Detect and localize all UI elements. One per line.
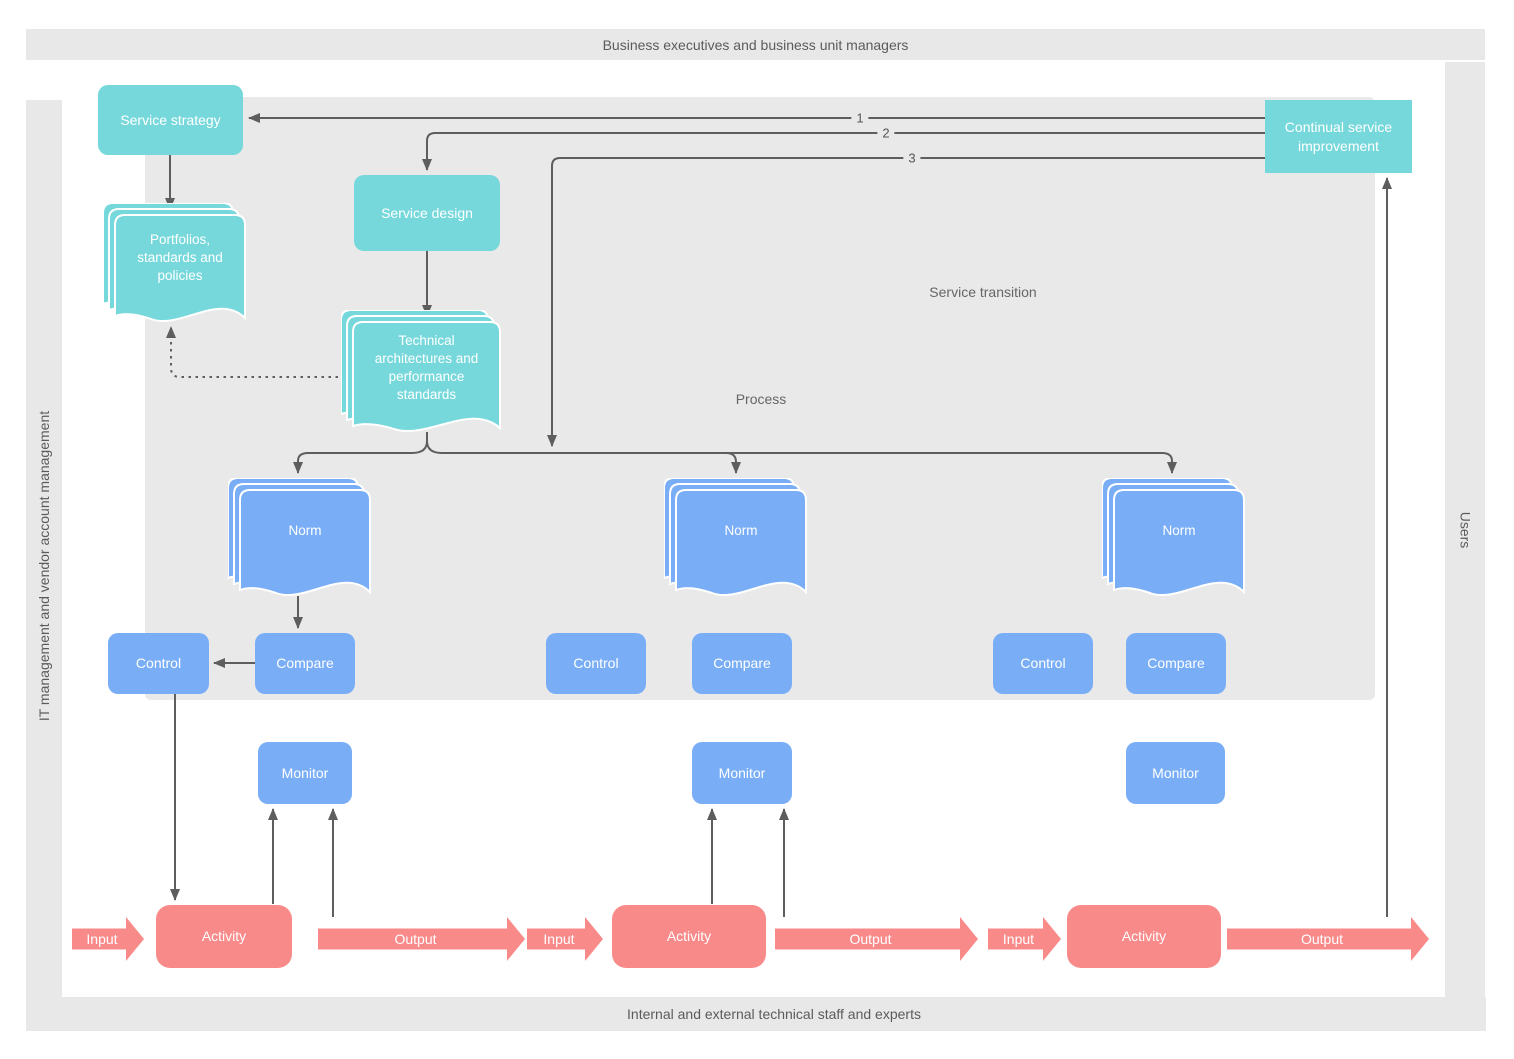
monitor-label: Monitor [718,764,766,781]
document-stack-shape [664,478,807,596]
compare-node-1: Compare [255,633,355,694]
control-label: Control [573,655,619,672]
lane-technical-staff: Internal and external technical staff an… [62,997,1486,1031]
output-arrow-label: Output [1300,931,1344,947]
service-strategy-label: Service strategy [120,111,221,128]
norm-document-2: Norm [664,478,808,599]
control-node-1: Control [108,633,209,694]
input-arrow-1: Input [72,917,144,961]
control-node-2: Control [546,633,646,694]
lane-right-label: Users [1457,511,1473,548]
compare-label: Compare [713,655,771,672]
norm-document-3: Norm [1102,478,1246,599]
portfolios-document: Portfolios, standards and policies [103,203,247,325]
input-arrow-label: Input [1002,931,1035,947]
monitor-node-1: Monitor [258,742,352,804]
norm-document-1: Norm [228,478,372,599]
activity-node-2: Activity [612,905,766,968]
continual-service-improvement-node: Continual service improvement [1265,100,1412,173]
connector-label-1: 1 [851,110,869,126]
compare-label: Compare [276,655,334,672]
control-label: Control [135,655,182,672]
output-arrow-label: Output [394,931,437,947]
process-label: Process [735,391,787,407]
compare-node-3: Compare [1126,633,1226,694]
output-arrow-3: Output [1227,917,1429,961]
lane-users: Users [1445,62,1485,997]
service-design-label: Service design [381,204,473,221]
monitor-label: Monitor [281,764,329,781]
norm-label: Norm [288,522,322,538]
control-node-3: Control [993,633,1093,694]
document-stack-shape [1102,478,1245,596]
lane-bottom-label: Internal and external technical staff an… [627,1006,921,1022]
lane-top-label: Business executives and business unit ma… [602,36,909,53]
service-strategy-node: Service strategy [98,85,243,155]
monitor-node-2: Monitor [692,742,792,804]
input-arrow-2: Input [527,917,603,961]
monitor-label: Monitor [1152,764,1199,781]
document-stack-shape [341,310,501,432]
document-stack-shape [228,478,371,596]
monitor-node-3: Monitor [1126,742,1225,804]
technical-architectures-label: Technical architectures and performance … [374,332,479,403]
output-arrow-label: Output [849,931,892,947]
norm-label: Norm [1162,522,1196,538]
service-design-node: Service design [354,175,500,251]
activity-label: Activity [201,928,247,945]
activity-label: Activity [1121,928,1167,945]
technical-architectures-document: Technical architectures and performance … [341,310,502,435]
control-label: Control [1020,655,1066,672]
output-arrow-1: Output [318,917,525,961]
connector-label-2: 2 [877,125,895,141]
input-arrow-label: Input [86,931,118,947]
continual-service-improvement-label: Continual service improvement [1284,118,1393,154]
compare-label: Compare [1147,655,1205,672]
portfolios-label: Portfolios, standards and policies [137,231,223,284]
compare-node-2: Compare [692,633,792,694]
lane-it-management: IT management and vendor account managem… [26,100,62,1031]
input-arrow-label: Input [543,931,575,947]
lane-business-executives: Business executives and business unit ma… [26,29,1485,60]
activity-node-3: Activity [1067,905,1221,968]
connector-label-3: 3 [903,150,921,166]
activity-label: Activity [666,928,712,945]
lane-left-label: IT management and vendor account managem… [36,410,52,721]
activity-node-1: Activity [156,905,292,968]
document-stack-shape [103,203,246,322]
output-arrow-2: Output [775,917,978,961]
norm-label: Norm [724,522,758,538]
service-transition-label: Service transition [929,284,1037,300]
input-arrow-3: Input [988,917,1061,961]
